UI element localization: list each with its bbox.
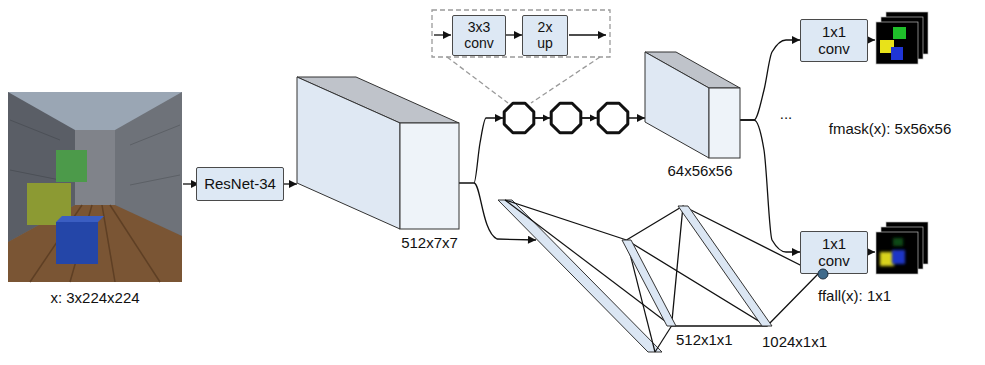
fc-layer-plane bbox=[622, 240, 676, 326]
layer-box: 1x1 conv bbox=[800, 19, 868, 62]
cuboid-side-face bbox=[645, 52, 709, 158]
cuboid-front-face bbox=[709, 88, 740, 158]
wall-stone bbox=[130, 125, 180, 145]
annotation-text: x: 3x224x224 bbox=[50, 289, 139, 306]
upsample-octagon bbox=[551, 103, 581, 133]
layer-name: ResNet-34 bbox=[204, 175, 276, 192]
tensor-cuboid-outline bbox=[297, 77, 459, 229]
fc-branch-arrow bbox=[474, 183, 536, 240]
detail-callout bbox=[432, 10, 610, 57]
dimension-label: 512x1x1 bbox=[676, 331, 733, 348]
wall-stone bbox=[130, 175, 180, 185]
fc-layer-plane bbox=[678, 206, 772, 326]
fc-weight-line bbox=[505, 200, 627, 240]
fc-weight-line bbox=[655, 326, 672, 352]
layer-name: 1x1 conv bbox=[818, 235, 850, 270]
annotation-text: ... bbox=[780, 105, 793, 122]
fc-layer: 1024x1x1 bbox=[678, 206, 772, 326]
input-label: x: 3x224x224 bbox=[50, 289, 139, 306]
callout-arrow bbox=[434, 34, 451, 35]
mask-blob bbox=[880, 252, 894, 266]
output-label: fmask(x): 5x56x56 bbox=[829, 120, 952, 137]
mask-blob bbox=[893, 238, 903, 246]
arrow-head bbox=[543, 115, 550, 122]
layer-name: 2x up bbox=[537, 19, 553, 51]
dimension-label: 512x7x7 bbox=[401, 234, 458, 251]
tensor-cuboid: 512x7x7 bbox=[297, 77, 459, 229]
dimension-label: ffall(x): 1x1 bbox=[818, 287, 891, 304]
mask-blob bbox=[891, 47, 903, 60]
image-ground bbox=[8, 92, 182, 282]
tensor-cuboid-outline bbox=[645, 52, 740, 158]
mask-output-stack bbox=[876, 222, 928, 274]
cuboid-front-face bbox=[400, 123, 459, 229]
output-unit: ffall(x): 1x1 bbox=[818, 269, 828, 279]
connector bbox=[506, 34, 522, 35]
ellipsis-label: ... bbox=[780, 105, 793, 122]
arrow-head bbox=[590, 115, 597, 122]
layer-box: 3x3 conv bbox=[452, 15, 506, 56]
output-arrow bbox=[868, 251, 875, 252]
upsample-block bbox=[551, 103, 581, 133]
fc-layer-outline bbox=[678, 206, 772, 326]
output-dot bbox=[818, 269, 828, 279]
callout-arrow bbox=[569, 34, 606, 35]
output-arrow bbox=[868, 39, 875, 40]
fc-layer-outline bbox=[622, 240, 676, 326]
output-unit-outline bbox=[818, 269, 828, 279]
tensor-cuboid: 64x56x56 bbox=[645, 52, 740, 158]
layer-name: 1x1 conv bbox=[818, 23, 850, 58]
layer-box: ResNet-34 bbox=[196, 167, 284, 201]
mask-image bbox=[876, 232, 918, 274]
upsample-octagon bbox=[598, 103, 628, 133]
layer-box: 2x up bbox=[522, 15, 568, 56]
green-cube bbox=[56, 150, 87, 182]
arrow-head bbox=[495, 114, 503, 122]
blue-cube-top bbox=[56, 216, 104, 222]
mask-blob bbox=[893, 27, 906, 39]
upsample-block bbox=[598, 103, 628, 133]
floor-plank bbox=[110, 205, 160, 282]
wall-stone bbox=[10, 120, 60, 140]
mask-image bbox=[876, 22, 918, 64]
callout-leader bbox=[531, 57, 600, 103]
fc-input-layer bbox=[498, 200, 662, 352]
wall-stone bbox=[10, 170, 60, 180]
fc-weight-line bbox=[505, 200, 672, 326]
callout-leader bbox=[447, 57, 508, 103]
dimension-label: 64x56x56 bbox=[667, 162, 732, 179]
input-image bbox=[8, 92, 182, 282]
upsample-octagon bbox=[504, 103, 534, 133]
layer-name: 3x3 conv bbox=[464, 19, 494, 51]
connector bbox=[284, 183, 297, 184]
annotation-text: fmask(x): 5x56x56 bbox=[829, 120, 952, 137]
mask-blob bbox=[892, 250, 905, 264]
dimension-label: 1024x1x1 bbox=[762, 333, 827, 350]
fc-layer: 512x1x1 bbox=[622, 240, 676, 326]
layer-box: 1x1 conv bbox=[800, 231, 868, 274]
mask-output-stack bbox=[876, 12, 928, 64]
cuboid-side-face bbox=[297, 77, 400, 229]
blue-cube bbox=[56, 222, 98, 264]
connector bbox=[740, 120, 800, 252]
floor-plank bbox=[102, 205, 115, 282]
upsample-block bbox=[504, 103, 534, 133]
